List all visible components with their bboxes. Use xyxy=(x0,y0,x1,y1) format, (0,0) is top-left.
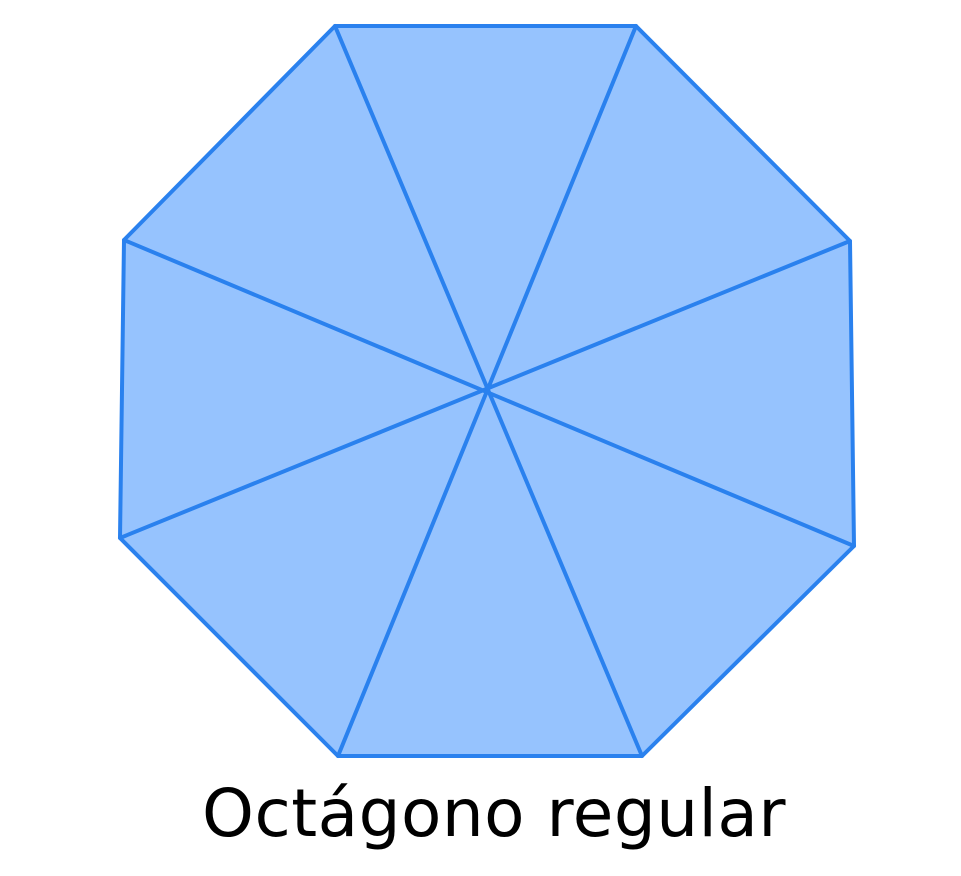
octagon-center xyxy=(486,389,490,393)
diagram-caption: Octágono regular xyxy=(202,775,786,852)
diagonal-line xyxy=(122,238,856,548)
